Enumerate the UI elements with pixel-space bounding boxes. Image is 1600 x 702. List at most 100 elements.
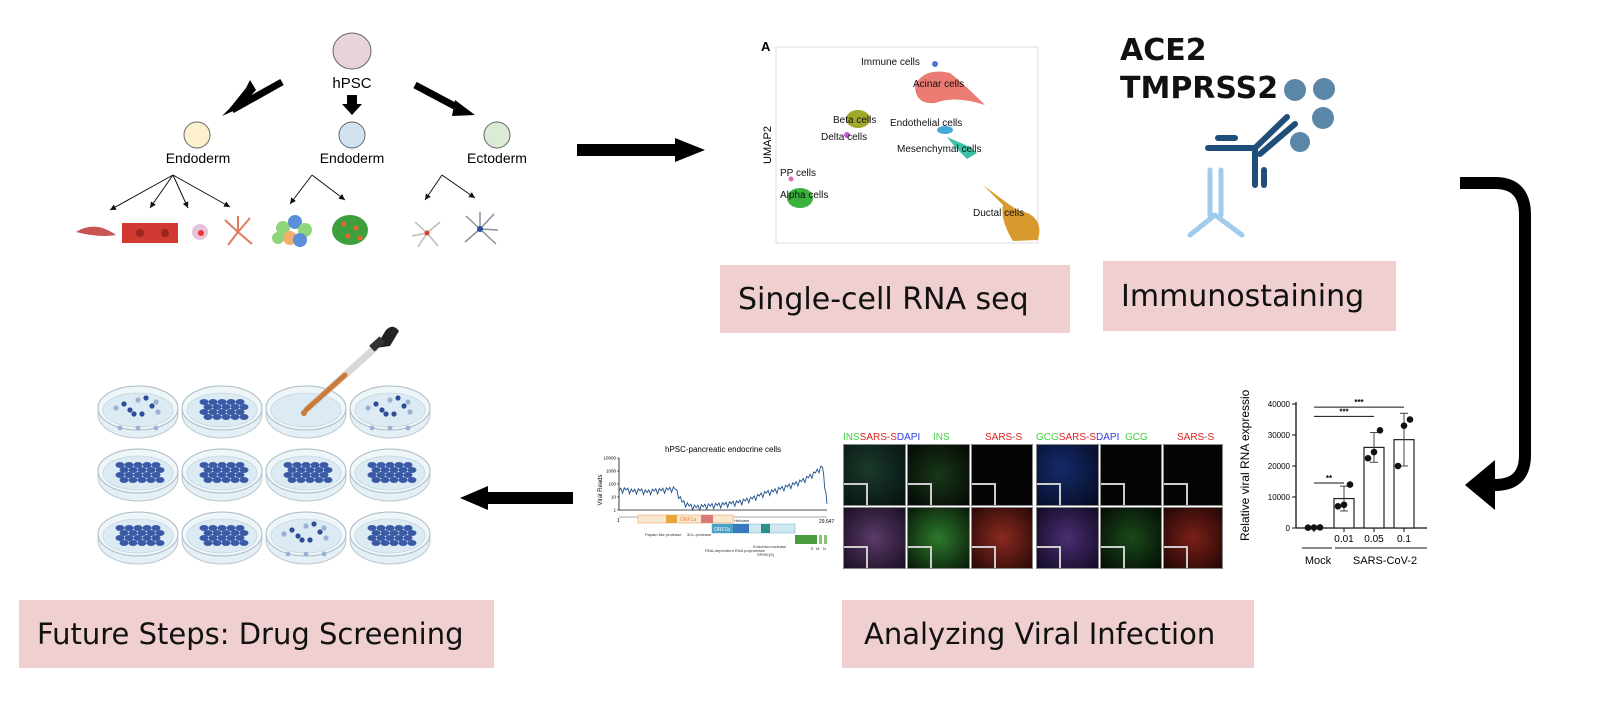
cell-colony (380, 530, 390, 536)
cell-colony (115, 535, 125, 541)
cell-colony (119, 477, 129, 483)
cell-colony (380, 540, 390, 546)
cell-colony (203, 540, 213, 546)
significance-label: ** (1326, 474, 1333, 483)
cell-colony (367, 535, 377, 541)
micro-sars-mock-1 (971, 444, 1033, 506)
cardiomyocyte-icon (122, 223, 178, 243)
cell-colony (221, 414, 231, 420)
cell-dot (135, 425, 141, 431)
cell-colony (124, 525, 134, 531)
cell-colony (292, 472, 302, 478)
cell-colony (394, 462, 404, 468)
cell-colony (203, 467, 213, 473)
line-ytick-label: 10 (611, 495, 617, 500)
cluster-alpha (787, 188, 813, 208)
cell-colony (235, 409, 245, 415)
cell-dot (155, 409, 161, 415)
cell-colony (380, 477, 390, 483)
cell-dot (143, 395, 149, 401)
orf1a-label: ORF1a (680, 517, 696, 523)
annot-papain: Papain-like protease (645, 532, 682, 537)
cell-dot (139, 411, 145, 417)
cell-colony (403, 525, 413, 531)
cluster-beta (846, 110, 870, 128)
bar-ytick-label: 40000 (1268, 400, 1291, 409)
petri-dish (181, 511, 263, 565)
cell-dot (149, 403, 155, 409)
cell-colony (376, 525, 386, 531)
bar-xtick-label: 0.01 (1334, 534, 1354, 545)
data-point (1400, 422, 1408, 429)
cell-colony (226, 409, 236, 415)
label-pp: PP cells (780, 168, 816, 179)
cell-dot (131, 411, 137, 417)
genome-start-label: 1 (617, 518, 620, 524)
astrocyte-icon (464, 212, 499, 245)
arrow-left-to-drug-screening-icon (460, 486, 573, 510)
cell-colony (115, 525, 125, 531)
germ-layer-1: Endoderm (166, 150, 231, 166)
hpsc-cell (332, 32, 372, 70)
micro-gcg-merge-infected (1036, 507, 1099, 569)
annot-helicase: Helicase (734, 518, 750, 523)
bar-ytick-label: 20000 (1268, 462, 1291, 471)
cell-colony (151, 462, 161, 468)
cell-colony (407, 530, 417, 536)
cell-colony (314, 467, 324, 473)
data-point (1376, 427, 1384, 434)
cell-dot (285, 551, 291, 557)
petri-dish (97, 448, 179, 502)
cell-colony (151, 525, 161, 531)
cell-colony (199, 409, 209, 415)
cluster-acinar (915, 71, 985, 105)
cluster-delta (844, 132, 850, 138)
cell-colony (142, 462, 152, 468)
bar-xtick-label: 0.1 (1397, 534, 1411, 545)
cell-colony (146, 540, 156, 546)
cell-colony (371, 540, 381, 546)
cell-dot (323, 535, 329, 541)
cell-dot (395, 395, 401, 401)
bar-xtick-label: 0.05 (1364, 534, 1384, 545)
cell-colony (212, 414, 222, 420)
cell-colony (385, 462, 395, 468)
cell-dot (153, 399, 159, 405)
germ-layer-2: Endoderm (320, 150, 385, 166)
cell-colony (212, 530, 222, 536)
cell-colony (128, 540, 138, 546)
data-point (1310, 524, 1318, 531)
cell-colony (235, 472, 245, 478)
cell-colony (407, 540, 417, 546)
cell-colony (212, 467, 222, 473)
cell-colony (371, 467, 381, 473)
cell-colony (208, 409, 218, 415)
cell-dot (379, 407, 385, 413)
cell-colony (128, 467, 138, 473)
cell-colony (221, 477, 231, 483)
cell-colony (155, 467, 165, 473)
cell-colony (119, 530, 129, 536)
cell-colony (394, 525, 404, 531)
data-point (1334, 503, 1342, 510)
cell-colony (389, 540, 399, 546)
cell-colony (208, 399, 218, 405)
cell-colony (217, 462, 227, 468)
line-ytick-label: 100 (608, 482, 616, 487)
viral-reads-chart: hPSC-pancreatic endocrine cells Viral Re… (598, 445, 835, 557)
cell-colony (389, 467, 399, 473)
step-immunostaining: Immunostaining (1103, 261, 1396, 331)
cell-colony (407, 467, 417, 473)
cell-dot (321, 525, 327, 531)
cell-colony (230, 414, 240, 420)
cell-dot (117, 425, 123, 431)
primary-antibody-icon (1187, 167, 1245, 238)
label-immune: Immune cells (861, 57, 920, 68)
cell-colony (305, 467, 315, 473)
cell-colony (208, 472, 218, 478)
antigen-dot (1290, 132, 1310, 152)
cell-colony (230, 477, 240, 483)
cell-colony (239, 404, 249, 410)
label-acinar: Acinar cells (913, 79, 964, 90)
cell-colony (137, 467, 147, 473)
